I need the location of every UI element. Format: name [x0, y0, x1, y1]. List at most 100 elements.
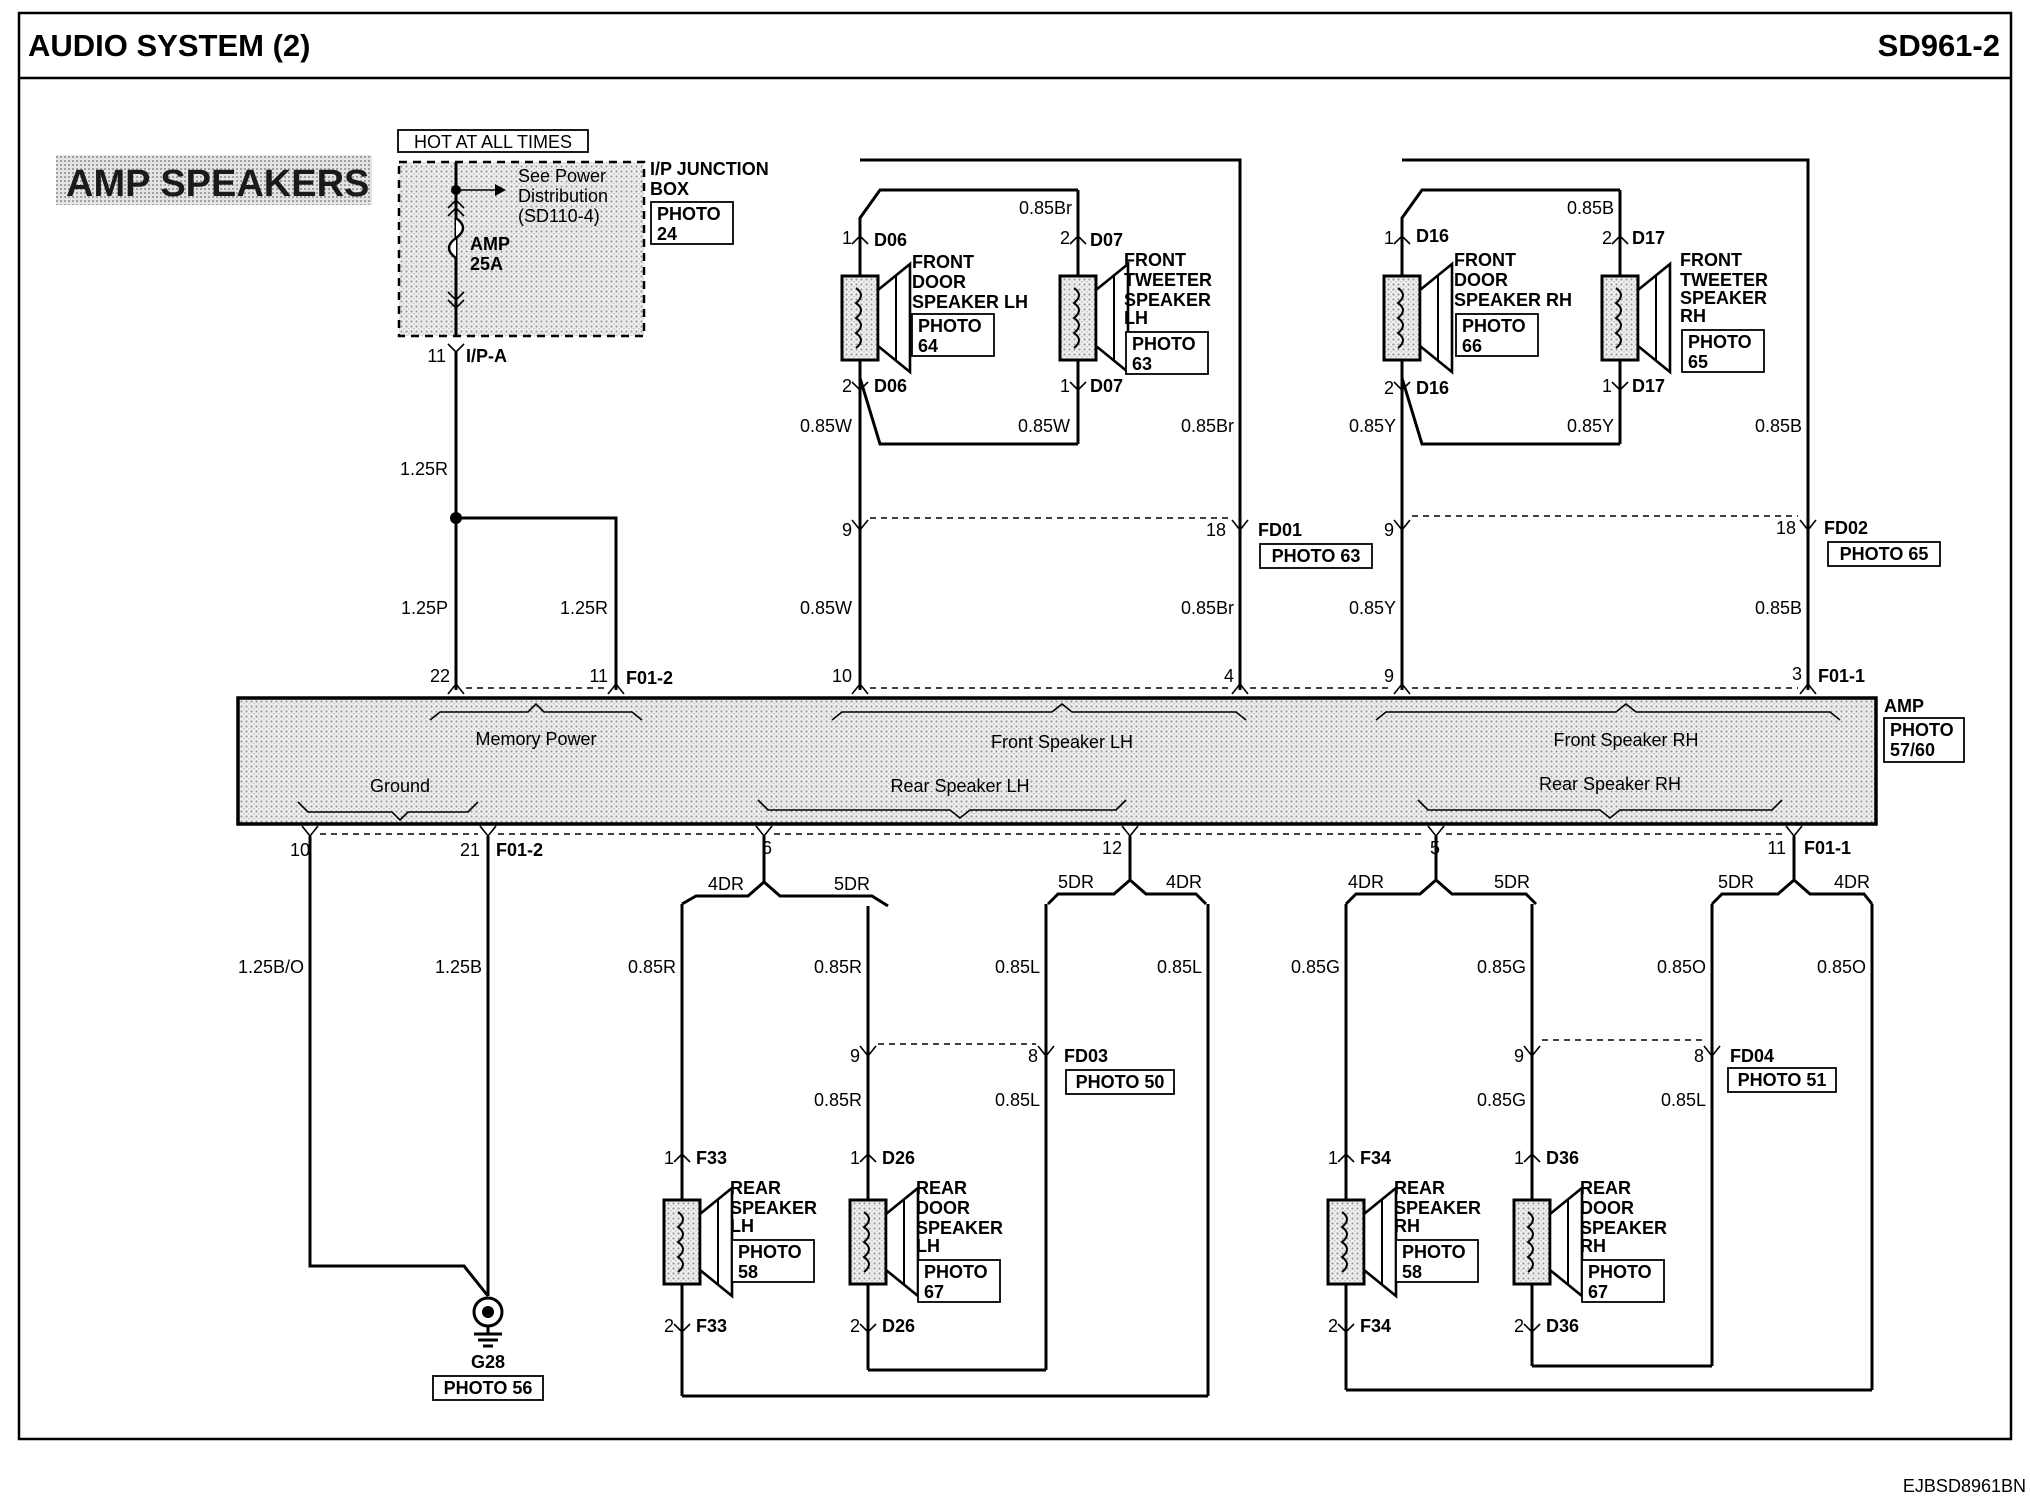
- pin-f33-2: 2: [664, 1316, 674, 1336]
- amp-rear-rh-label: Rear Speaker RH: [1539, 774, 1681, 794]
- rear-door-speaker-lh-label4: LH: [916, 1236, 940, 1256]
- amp-box: [236, 696, 1878, 826]
- rear-door-speaker-lh-label3: SPEAKER: [916, 1218, 1003, 1238]
- amp-photo-num: 57/60: [1890, 740, 1935, 760]
- pin-d07-1: 1: [1060, 376, 1070, 396]
- wire-label-0-85r-door-lh-b: 0.85R: [814, 1090, 862, 1110]
- wire-label-0-85b-amp-rh: 0.85B: [1755, 598, 1802, 618]
- photo-65-word: PHOTO: [1688, 332, 1752, 352]
- connector-f01-1-bottom: F01-1: [1804, 838, 1851, 858]
- ground-photo-box: [432, 1375, 544, 1401]
- wire-label-0-85r-door-lh-a: 0.85R: [814, 957, 862, 977]
- pin-fd03-8: 8: [1028, 1046, 1038, 1066]
- fuse-name: AMP: [470, 234, 510, 254]
- see-power-line3: (SD110-4): [518, 206, 600, 226]
- connector-fd03: FD03: [1064, 1046, 1108, 1066]
- rear-door-speaker-rh-label1: REAR: [1580, 1178, 1631, 1198]
- photo-58-rh-word: PHOTO: [1402, 1242, 1466, 1262]
- pin-fd04-9: 9: [1514, 1046, 1524, 1066]
- junction-box: HOT AT ALL TIMES See Power Distribution …: [397, 129, 769, 366]
- wire-label-1-25p: 1.25P: [401, 598, 448, 618]
- photo-66-num: 66: [1462, 336, 1482, 356]
- wire-label-0-85l-door-rh: 0.85L: [1661, 1090, 1706, 1110]
- wire-label-1-25r-branch: 1.25R: [560, 598, 608, 618]
- section-title: AMP SPEAKERS: [66, 163, 369, 205]
- photo-64-box: [911, 313, 995, 357]
- pin-ground-10: 10: [290, 840, 310, 860]
- wire-label-0-85y-tweeter-rh: 0.85Y: [1567, 416, 1614, 436]
- photo-66-word: PHOTO: [1462, 316, 1526, 336]
- wire-label-0-85l-door-lh-b: 0.85L: [995, 1090, 1040, 1110]
- front-tweeter-speaker-rh-icon: [1600, 262, 1672, 374]
- amp-photo-box: [1883, 717, 1965, 763]
- pin-d26-1: 1: [850, 1148, 860, 1168]
- amp-unit: AMP PHOTO 57/60 Memory Power Front Speak…: [236, 696, 1965, 826]
- photo-58-lh-num: 58: [738, 1262, 758, 1282]
- fd03-photo-box: [1065, 1069, 1175, 1095]
- wire-label-0-85w-tweeter-lh: 0.85W: [1018, 416, 1070, 436]
- rear-door-speaker-rh-icon: [1512, 1186, 1584, 1298]
- connector-d07-top: D07: [1090, 230, 1123, 250]
- connector-d16-bottom: D16: [1416, 378, 1449, 398]
- photo-63-num: 63: [1132, 354, 1152, 374]
- branch-4dr-rear-rh-a: 4DR: [1348, 872, 1384, 892]
- connector-fd01: FD01: [1258, 520, 1302, 540]
- pin-d06-2: 2: [842, 376, 852, 396]
- photo-67-rh-num: 67: [1588, 1282, 1608, 1302]
- junction-photo-box: [650, 201, 734, 245]
- junction-photo-num: 24: [657, 224, 677, 244]
- see-power-line1: See Power: [518, 166, 606, 186]
- photo-58-rh-box: [1395, 1239, 1479, 1283]
- rear-speaker-rh-label1: REAR: [1394, 1178, 1445, 1198]
- wire-label-0-85r-rear-lh: 0.85R: [628, 957, 676, 977]
- rear-door-speaker-lh-icon: [848, 1186, 920, 1298]
- rear-speaker-rh-circuit: 5 11 F01-1 4DR 5DR 5DR 4DR 0.85G 0.85G 0…: [498, 825, 1874, 1392]
- connector-d17-top: D17: [1632, 228, 1665, 248]
- junction-photo-word: PHOTO: [657, 204, 721, 224]
- rear-speaker-rh-label2: SPEAKER: [1394, 1198, 1481, 1218]
- fd01-photo-box: [1259, 543, 1373, 569]
- ground-circuit: 10 21 F01-2 1.25B/O 1.25B G28 PHOTO 56: [238, 825, 544, 1401]
- ground-name: G28: [471, 1352, 505, 1372]
- rear-speaker-rh-icon: [1326, 1186, 1398, 1298]
- pin-amp-10: 10: [832, 666, 852, 686]
- junction-box-outline: [397, 160, 646, 338]
- photo-63-box: [1125, 331, 1209, 375]
- front-door-speaker-rh-label2: DOOR: [1454, 270, 1508, 290]
- pin-d17-2: 2: [1602, 228, 1612, 248]
- photo-64-word: PHOTO: [918, 316, 982, 336]
- rear-speaker-lh-label1: REAR: [730, 1178, 781, 1198]
- branch-5dr-rear-lh-a: 5DR: [834, 874, 870, 894]
- amp-front-lh-label: Front Speaker LH: [991, 732, 1133, 752]
- photo-64-num: 64: [918, 336, 938, 356]
- photo-67-rh-word: PHOTO: [1588, 1262, 1652, 1282]
- amp-rear-lh-label: Rear Speaker LH: [890, 776, 1029, 796]
- pin-d17-1: 1: [1602, 376, 1612, 396]
- section-title-bg: [56, 155, 372, 205]
- junction-connector: I/P-A: [466, 346, 507, 366]
- wire-label-0-85br-amp-lh: 0.85Br: [1181, 598, 1234, 618]
- wire-label-0-85o-door-rh: 0.85O: [1657, 957, 1706, 977]
- pin-amp-4: 4: [1224, 666, 1234, 686]
- pin-f33-1: 1: [664, 1148, 674, 1168]
- fd02-photo: PHOTO 65: [1840, 544, 1929, 564]
- wire-label-0-85o-rear-rh: 0.85O: [1817, 957, 1866, 977]
- wire-label-0-85g-door-rh-b: 0.85G: [1477, 1090, 1526, 1110]
- wire-label-1-25r-main: 1.25R: [400, 459, 448, 479]
- wire-label-0-85g-door-rh-a: 0.85G: [1477, 957, 1526, 977]
- pin-amp-9: 9: [1384, 666, 1394, 686]
- wire-label-0-85br-tweeter-lh: 0.85Br: [1019, 198, 1072, 218]
- amp-ground-label: Ground: [370, 776, 430, 796]
- wire-label-0-85b-tweeter-rh: 0.85B: [1567, 198, 1614, 218]
- junction-label-line1: I/P JUNCTION: [650, 159, 769, 179]
- front-door-speaker-lh-label1: FRONT: [912, 252, 974, 272]
- pin-fd02-18: 18: [1776, 518, 1796, 538]
- front-speaker-lh-circuit: 1 D06 2 D06 2 D07 1 D07 0.85Br 0.85W 0.8…: [800, 158, 1373, 695]
- amp-name: AMP: [1884, 696, 1924, 716]
- front-door-speaker-rh-label3: SPEAKER RH: [1454, 290, 1572, 310]
- wire-label-0-85l-door-lh-a: 0.85L: [995, 957, 1040, 977]
- fd04-photo: PHOTO 51: [1738, 1070, 1827, 1090]
- wire-label-1-25b: 1.25B: [435, 957, 482, 977]
- amp-photo-word: PHOTO: [1890, 720, 1954, 740]
